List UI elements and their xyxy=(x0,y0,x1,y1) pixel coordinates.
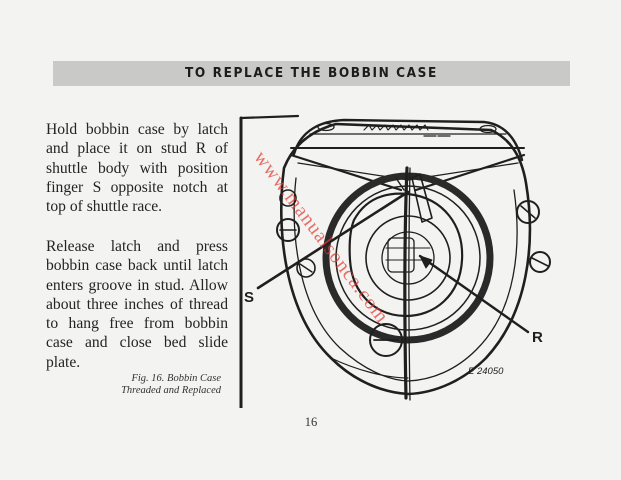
bobbin-case-illustration: S R E 24050 xyxy=(239,114,551,408)
label-s: S xyxy=(244,289,254,306)
page-number: 16 xyxy=(304,415,318,429)
section-header-bar: TO REPLACE THE BOBBIN CASE xyxy=(53,61,570,86)
instruction-paragraph-1: Hold bobbin case by latch and place it o… xyxy=(46,121,228,216)
figure-caption: Fig. 16. Bobbin Case Threaded and Replac… xyxy=(80,373,221,397)
figure-code: E 24050 xyxy=(468,366,504,377)
figure-caption-line-1: Fig. 16. Bobbin Case xyxy=(131,373,221,384)
figure-caption-line-2: Threaded and Replaced xyxy=(121,385,221,396)
label-r: R xyxy=(532,329,543,346)
instruction-paragraph-2: Release latch and press bobbin case back… xyxy=(46,238,228,371)
section-title: TO REPLACE THE BOBBIN CASE xyxy=(185,65,438,81)
